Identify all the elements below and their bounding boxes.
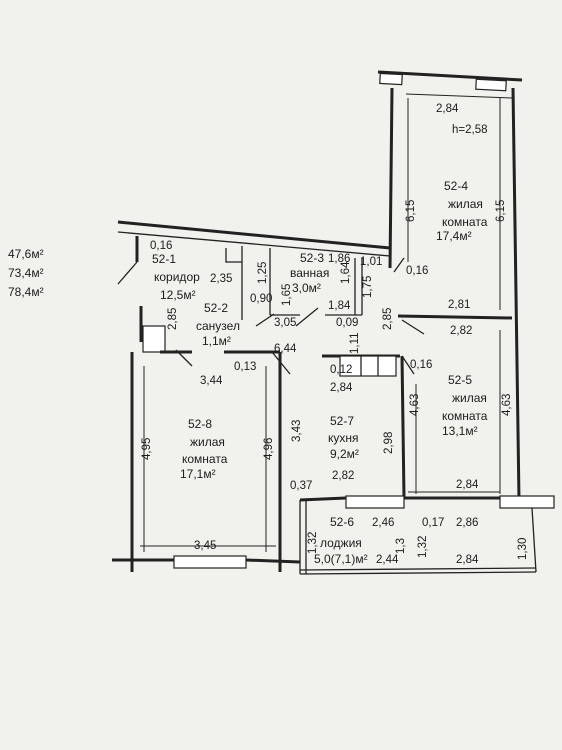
room-52-6-number: 52-6 bbox=[330, 515, 354, 529]
room-52-2-name: санузел bbox=[196, 319, 240, 333]
dimension-lines bbox=[140, 93, 513, 552]
dim-label: 0,12 bbox=[330, 364, 352, 376]
dim-label: 0,16 bbox=[150, 240, 172, 252]
dim-label: 6,44 bbox=[274, 343, 297, 355]
dim-label: 0,13 bbox=[234, 361, 256, 373]
dim-label: 6,15 bbox=[405, 200, 417, 222]
dim-label: 2,85 bbox=[167, 308, 179, 330]
dim-label: 1,01 bbox=[360, 256, 382, 268]
dim-label: 0,90 bbox=[250, 293, 272, 305]
dim-label: 4,96 bbox=[263, 438, 275, 460]
dim-label: 0,09 bbox=[336, 317, 358, 329]
dimension-labels: 2,84 6,15 6,15 0,16 2,35 1,25 1,86 1,01 … bbox=[141, 103, 529, 566]
room-52-2-area: 1,1м² bbox=[202, 334, 231, 348]
dim-label: 4,95 bbox=[141, 438, 153, 460]
dim-label: 3,05 bbox=[274, 317, 296, 329]
room-52-6-area: 5,0(7,1)м² bbox=[314, 552, 368, 566]
dim-label: 1,25 bbox=[257, 262, 269, 284]
room-52-5-area: 13,1м² bbox=[442, 424, 478, 438]
room-52-1-name: коридор bbox=[154, 270, 200, 284]
dim-label: 2,84 bbox=[456, 479, 479, 491]
room-52-8-number: 52-8 bbox=[188, 417, 212, 431]
dim-label: 1,86 bbox=[328, 253, 350, 265]
dim-label: 1,84 bbox=[328, 300, 351, 312]
room-52-5-word: комната bbox=[442, 409, 488, 423]
dim-label: 2,81 bbox=[448, 299, 470, 311]
dim-label: 3,44 bbox=[200, 375, 223, 387]
room-52-1-area: 12,5м² bbox=[160, 288, 196, 302]
dim-label: 1,64 bbox=[340, 261, 352, 284]
summary-area-3: 78,4м² bbox=[8, 285, 44, 299]
dim-label: 1,32 bbox=[307, 532, 319, 554]
room-52-3-name: ванная bbox=[290, 266, 329, 280]
dim-label: 6,15 bbox=[495, 200, 507, 222]
room-52-7-name: кухня bbox=[328, 431, 359, 445]
dim-label: 1,32 bbox=[417, 536, 429, 558]
summary-area-2: 73,4м² bbox=[8, 266, 44, 280]
dim-label: 0,16 bbox=[410, 359, 432, 371]
room-52-4-area: 17,4м² bbox=[436, 229, 472, 243]
dim-label: 2,85 bbox=[382, 308, 394, 330]
room-52-3-number: 52-3 bbox=[300, 251, 324, 265]
dim-label: 2,82 bbox=[332, 470, 354, 482]
dim-label: 2,84 bbox=[456, 554, 479, 566]
room-52-2-number: 52-2 bbox=[204, 301, 228, 315]
dim-label: 0,16 bbox=[406, 265, 428, 277]
room-52-7-number: 52-7 bbox=[330, 414, 354, 428]
room-52-3-area: 3,0м² bbox=[292, 281, 321, 295]
room-52-6-name: лоджия bbox=[320, 536, 362, 550]
room-52-1-number: 52-1 bbox=[152, 252, 176, 266]
dim-label: 3,45 bbox=[194, 540, 216, 552]
dim-label: 2,98 bbox=[383, 432, 395, 454]
dim-label: 0,37 bbox=[290, 480, 312, 492]
room-52-8-word: комната bbox=[182, 452, 228, 466]
dim-label: 2,35 bbox=[210, 273, 232, 285]
dim-label: 2,86 bbox=[456, 517, 478, 529]
dim-label: 1,75 bbox=[362, 276, 374, 298]
dim-label: 1,65 bbox=[281, 284, 293, 306]
ceiling-height: h=2,58 bbox=[452, 124, 488, 136]
dim-label: 2,84 bbox=[436, 103, 459, 115]
dim-label: 2,44 bbox=[376, 554, 399, 566]
dim-label: 4,63 bbox=[501, 394, 513, 416]
dim-label: 4,63 bbox=[409, 394, 421, 416]
walls bbox=[112, 70, 555, 575]
dim-label: 1,11 bbox=[349, 332, 361, 354]
dim-label: 2,46 bbox=[372, 517, 394, 529]
summary-area-1: 47,6м² bbox=[8, 247, 44, 261]
room-52-4-word: комната bbox=[442, 215, 488, 229]
room-52-8-name: жилая bbox=[190, 435, 225, 449]
room-52-7-area: 9,2м² bbox=[330, 447, 359, 461]
room-52-5-name: жилая bbox=[452, 391, 487, 405]
dim-label: 0,17 bbox=[422, 517, 444, 529]
room-52-4-number: 52-4 bbox=[444, 179, 468, 193]
room-52-4-name: жилая bbox=[448, 197, 483, 211]
dim-label: 3,43 bbox=[291, 420, 303, 442]
room-labels: 52-1 коридор 12,5м² 52-2 санузел 1,1м² 5… bbox=[152, 179, 488, 566]
dim-label: 2,84 bbox=[330, 382, 353, 394]
dim-label: 2,82 bbox=[450, 325, 472, 337]
room-52-5-number: 52-5 bbox=[448, 373, 472, 387]
room-52-8-area: 17,1м² bbox=[180, 467, 216, 481]
summary-areas: 47,6м² 73,4м² 78,4м² bbox=[8, 247, 44, 299]
dim-label: 1,3 bbox=[395, 538, 407, 554]
dim-label: 1,30 bbox=[517, 538, 529, 560]
